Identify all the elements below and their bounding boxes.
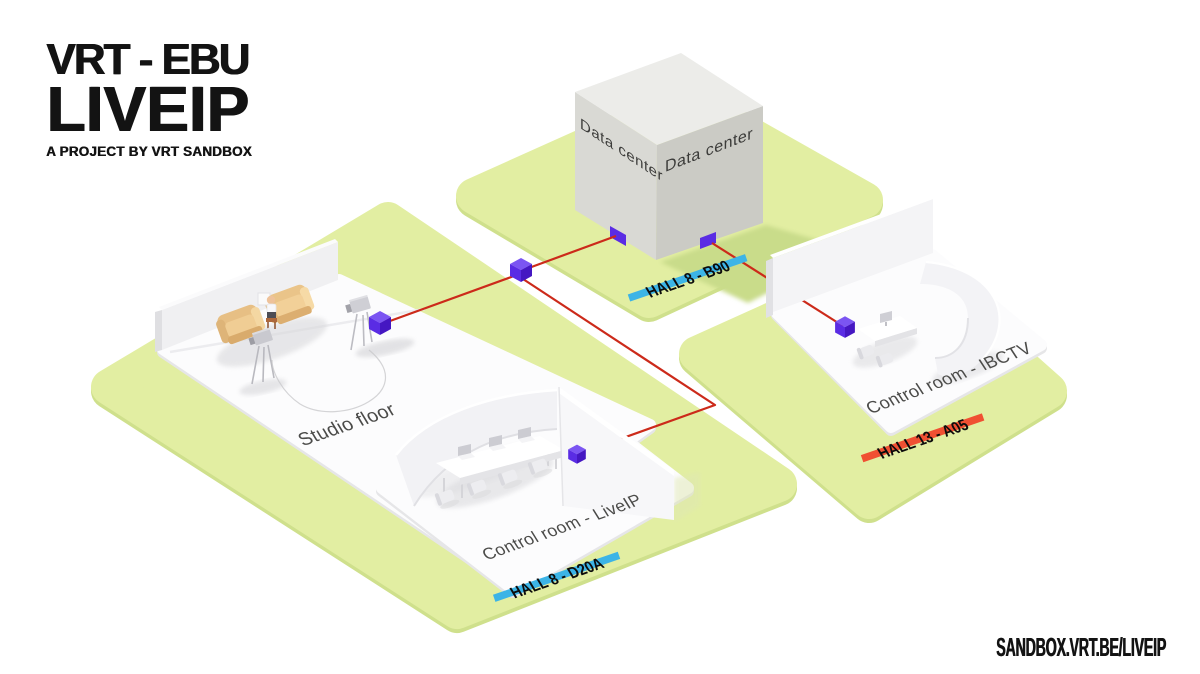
studio-back-wall <box>162 242 338 350</box>
hall-b90-stripe <box>627 254 748 302</box>
data-center-top-face <box>575 53 763 145</box>
logo-title-line2: LIVEIP <box>46 73 249 145</box>
camera1-shadow <box>239 378 287 396</box>
hall-d20a-stripe <box>492 551 621 602</box>
data-center-port-right <box>700 232 716 249</box>
connection-studio-junction <box>389 274 515 323</box>
ibctv-monitor <box>880 311 892 326</box>
ibctv-desk-shadow <box>852 336 918 368</box>
liveip-right-wall <box>559 393 674 520</box>
liveip-laptops <box>458 427 535 460</box>
junction-node <box>510 258 532 282</box>
connection-junction-datacenter <box>525 234 617 271</box>
data-center-port-left <box>610 226 626 246</box>
data-center-right-face <box>656 106 763 260</box>
ibctv-curved-screen-inner <box>934 317 969 359</box>
liveip-videowall-base <box>413 428 558 507</box>
camera-cable <box>271 349 386 413</box>
ibctv-curved-screen-top <box>925 260 1001 361</box>
armchair-left <box>216 304 266 345</box>
connection-junction-liveip <box>522 278 717 454</box>
liveip-wall-edge <box>558 386 564 507</box>
website-url: SANDBOX.VRT.BE/LIVEIP <box>996 632 1166 662</box>
couch-shadow <box>216 317 328 367</box>
front-walls <box>558 196 933 522</box>
studio-camera-2 <box>345 294 371 314</box>
project-logo: VRT - EBU LIVEIP A PROJECT BY VRT SANDBO… <box>46 35 252 160</box>
liveip-desk-front <box>460 450 564 485</box>
ibctv-curved-screen <box>920 262 1000 377</box>
ibctv-desk-top <box>858 316 917 341</box>
ibctv-wall-cap <box>766 258 773 318</box>
hall-a05-stripe <box>860 413 985 463</box>
camera1-tripod <box>251 344 275 385</box>
liveip-videowall-top <box>395 388 558 456</box>
logo-title-line1: VRT - EBU <box>46 35 250 84</box>
liveip-right-wall-top <box>559 387 674 476</box>
data-center-left-face <box>575 92 657 260</box>
ibctv-back-wall-top <box>770 196 933 258</box>
liveip-desk-top <box>436 436 564 478</box>
ibctv-room <box>771 249 1047 436</box>
ibctv-desk-front <box>875 328 917 347</box>
presenter-figure <box>257 292 277 329</box>
ibctv-chairs <box>856 344 894 368</box>
camera2-shadow <box>355 338 415 358</box>
ibctv-back-wall <box>773 199 933 312</box>
studio-wall-cap <box>155 310 162 352</box>
studio-back-wall-top <box>159 239 338 310</box>
studio-camera-1 <box>248 327 273 346</box>
person-head <box>266 295 276 305</box>
liveip-chairs <box>434 458 553 509</box>
liveip-wall-shadow <box>674 472 700 522</box>
liveip-desk-shadow <box>436 456 554 508</box>
logo-tagline: A PROJECT BY VRT SANDBOX <box>46 144 252 160</box>
